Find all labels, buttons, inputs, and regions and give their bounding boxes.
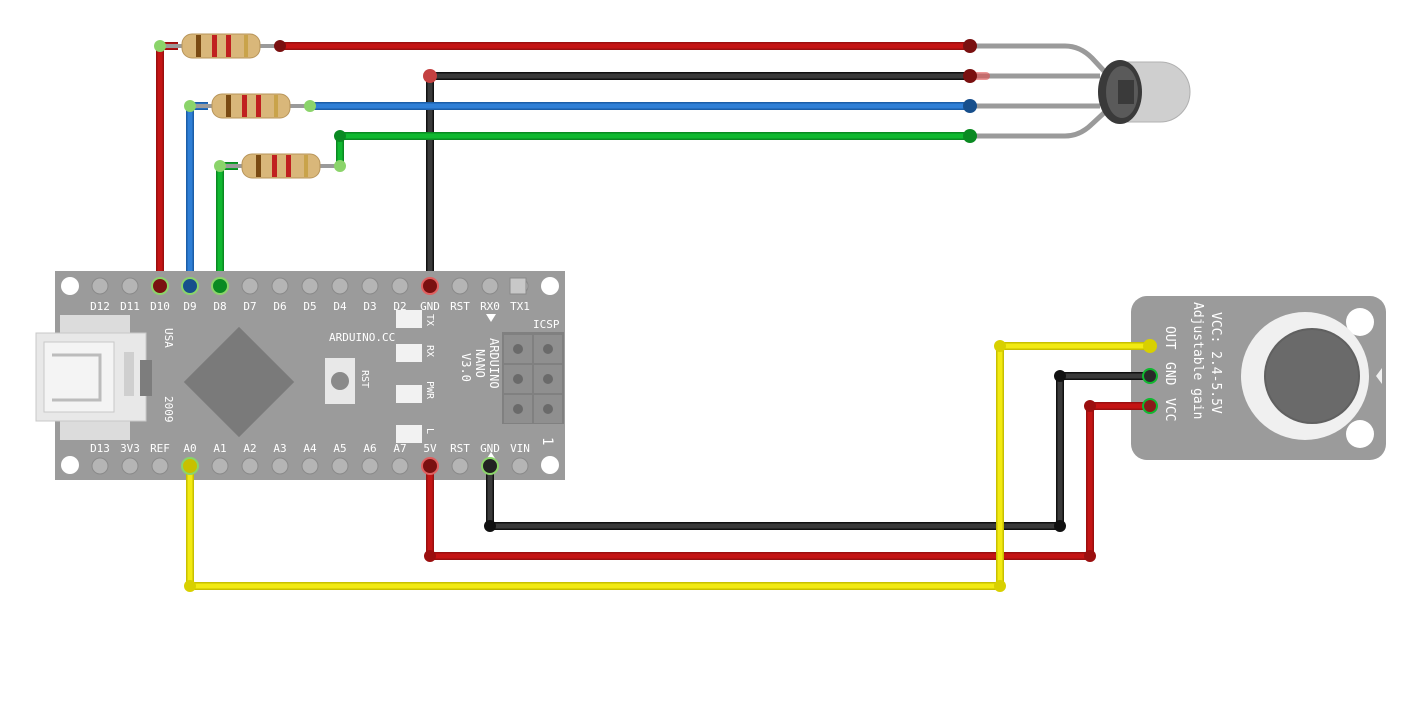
mic-pin-vcc-label: VCC (1162, 398, 1177, 421)
nano-pin-label-bottom-7: A4 (303, 442, 317, 455)
nano-pin-label-top-7: D5 (303, 300, 316, 313)
year-label: 2009 (162, 396, 175, 423)
nano-pin-top-6 (271, 277, 289, 295)
wire-endpoints-bottom (184, 339, 1158, 592)
nano-pin-bottom-2 (151, 457, 169, 475)
nano-pin-bottom-7 (301, 457, 319, 475)
microphone-module: VCC: 2.4-5.5V Adjustable gain OUT GND VC… (1131, 296, 1386, 460)
nano-pin-label-bottom-12: RST (450, 442, 470, 455)
nano-pin-label-top-5: D7 (243, 300, 256, 313)
mount-hole (541, 456, 559, 474)
mic-pin-out-label: OUT (1162, 326, 1177, 350)
nano-pin-label-bottom-11: 5V (423, 442, 437, 455)
nano-name-line2: NANO (473, 349, 487, 378)
nano-pin-label-bottom-8: A5 (333, 442, 346, 455)
nano-pin-label-top-8: D4 (333, 300, 347, 313)
nano-pin-top-13 (481, 277, 499, 295)
nano-name-line1: ARDUINO (487, 338, 501, 389)
resistor-red (160, 33, 280, 59)
nano-pin-label-top-10: D2 (393, 300, 406, 313)
wire-endpoints-top (154, 39, 977, 172)
nano-pin-top-10 (391, 277, 409, 295)
nano-pin-bottom-9 (361, 457, 379, 475)
nano-pin-label-top-4: D8 (213, 300, 226, 313)
rx-led (396, 344, 422, 362)
pin-highlights (151, 277, 499, 475)
nano-pin-label-top-2: D10 (150, 300, 170, 313)
nano-name-line3: V3.0 (459, 353, 473, 382)
mount-hole (61, 277, 79, 295)
nano-pin-label-bottom-1: 3V3 (120, 442, 140, 455)
mic-spec-line1: VCC: 2.4-5.5V (1208, 312, 1223, 414)
led-lens (1124, 61, 1191, 123)
nano-pin-bottom-8 (331, 457, 349, 475)
mount-hole (61, 456, 79, 474)
resistor-blue (190, 93, 310, 119)
nano-pin-label-bottom-3: A0 (183, 442, 196, 455)
rst-button-label: RST (359, 370, 370, 388)
icsp-pin1-label: 1 (539, 437, 555, 445)
nano-pin-top-12 (451, 277, 469, 295)
nano-pin-bottom-0 (91, 457, 109, 475)
nano-pin-label-bottom-4: A1 (213, 442, 226, 455)
icsp-label: ICSP (533, 318, 560, 331)
wire-black-mic-gnd (487, 373, 1150, 529)
l-led (396, 425, 422, 443)
nano-pin-label-top-11: GND (420, 300, 440, 313)
nano-pin-top-5 (241, 277, 259, 295)
nano-pin-label-top-13: RX0 (480, 300, 500, 313)
nano-pin-top-0 (91, 277, 109, 295)
nano-pin-label-top-12: RST (450, 300, 470, 313)
mic-pin-gnd-label: GND (1162, 362, 1177, 386)
nano-pin-label-top-9: D3 (363, 300, 376, 313)
nano-pin-top-1 (121, 277, 139, 295)
nano-pin-label-top-1: D11 (120, 300, 140, 313)
l-led-label: L (424, 428, 435, 434)
pwr-led (396, 385, 422, 403)
reset-button (325, 358, 355, 404)
nano-pin-bottom-10 (391, 457, 409, 475)
nano-pin-bottom-6 (271, 457, 289, 475)
nano-pin-label-bottom-5: A2 (243, 442, 256, 455)
nano-pin-top-9 (361, 277, 379, 295)
nano-pin-bottom-14 (511, 457, 529, 475)
brand-label: ARDUINO.CC (329, 331, 395, 344)
nano-pin-label-bottom-0: D13 (90, 442, 110, 455)
nano-pin-bottom-5 (241, 457, 259, 475)
tx-led-label: TX (424, 314, 435, 326)
nano-pin-label-top-6: D6 (273, 300, 286, 313)
nano-pin-label-top-0: D12 (90, 300, 110, 313)
nano-pin-label-bottom-14: VIN (510, 442, 530, 455)
nano-pin-label-bottom-2: REF (150, 442, 170, 455)
nano-pin-label-bottom-10: A7 (393, 442, 406, 455)
mount-hole (541, 277, 559, 295)
rx-led-label: RX (424, 345, 435, 357)
nano-pin-label-top-14: TX1 (510, 300, 530, 313)
nano-pin-tx1-square (509, 277, 527, 295)
mic-spec-line2: Adjustable gain (1190, 302, 1205, 419)
icsp-header (502, 332, 564, 424)
nano-pin-label-top-3: D9 (183, 300, 196, 313)
led-lead-red (970, 43, 1107, 74)
led-lead-green (970, 110, 1107, 139)
usa-label: USA (162, 328, 175, 348)
nano-pin-bottom-4 (211, 457, 229, 475)
nano-pin-label-bottom-6: A3 (273, 442, 286, 455)
tx-led (396, 310, 422, 328)
nano-pin-top-8 (331, 277, 349, 295)
resistor-green (220, 153, 340, 179)
nano-pin-label-bottom-9: A6 (363, 442, 376, 455)
usb-connector (35, 315, 147, 440)
nano-pin-top-7 (301, 277, 319, 295)
nano-pin-bottom-12 (451, 457, 469, 475)
nano-pin-bottom-1 (121, 457, 139, 475)
wire-green-led (337, 133, 970, 166)
pwr-led-label: PWR (424, 381, 435, 400)
rgb-led (970, 43, 1191, 139)
nano-pin-label-bottom-13: GND (480, 442, 500, 455)
